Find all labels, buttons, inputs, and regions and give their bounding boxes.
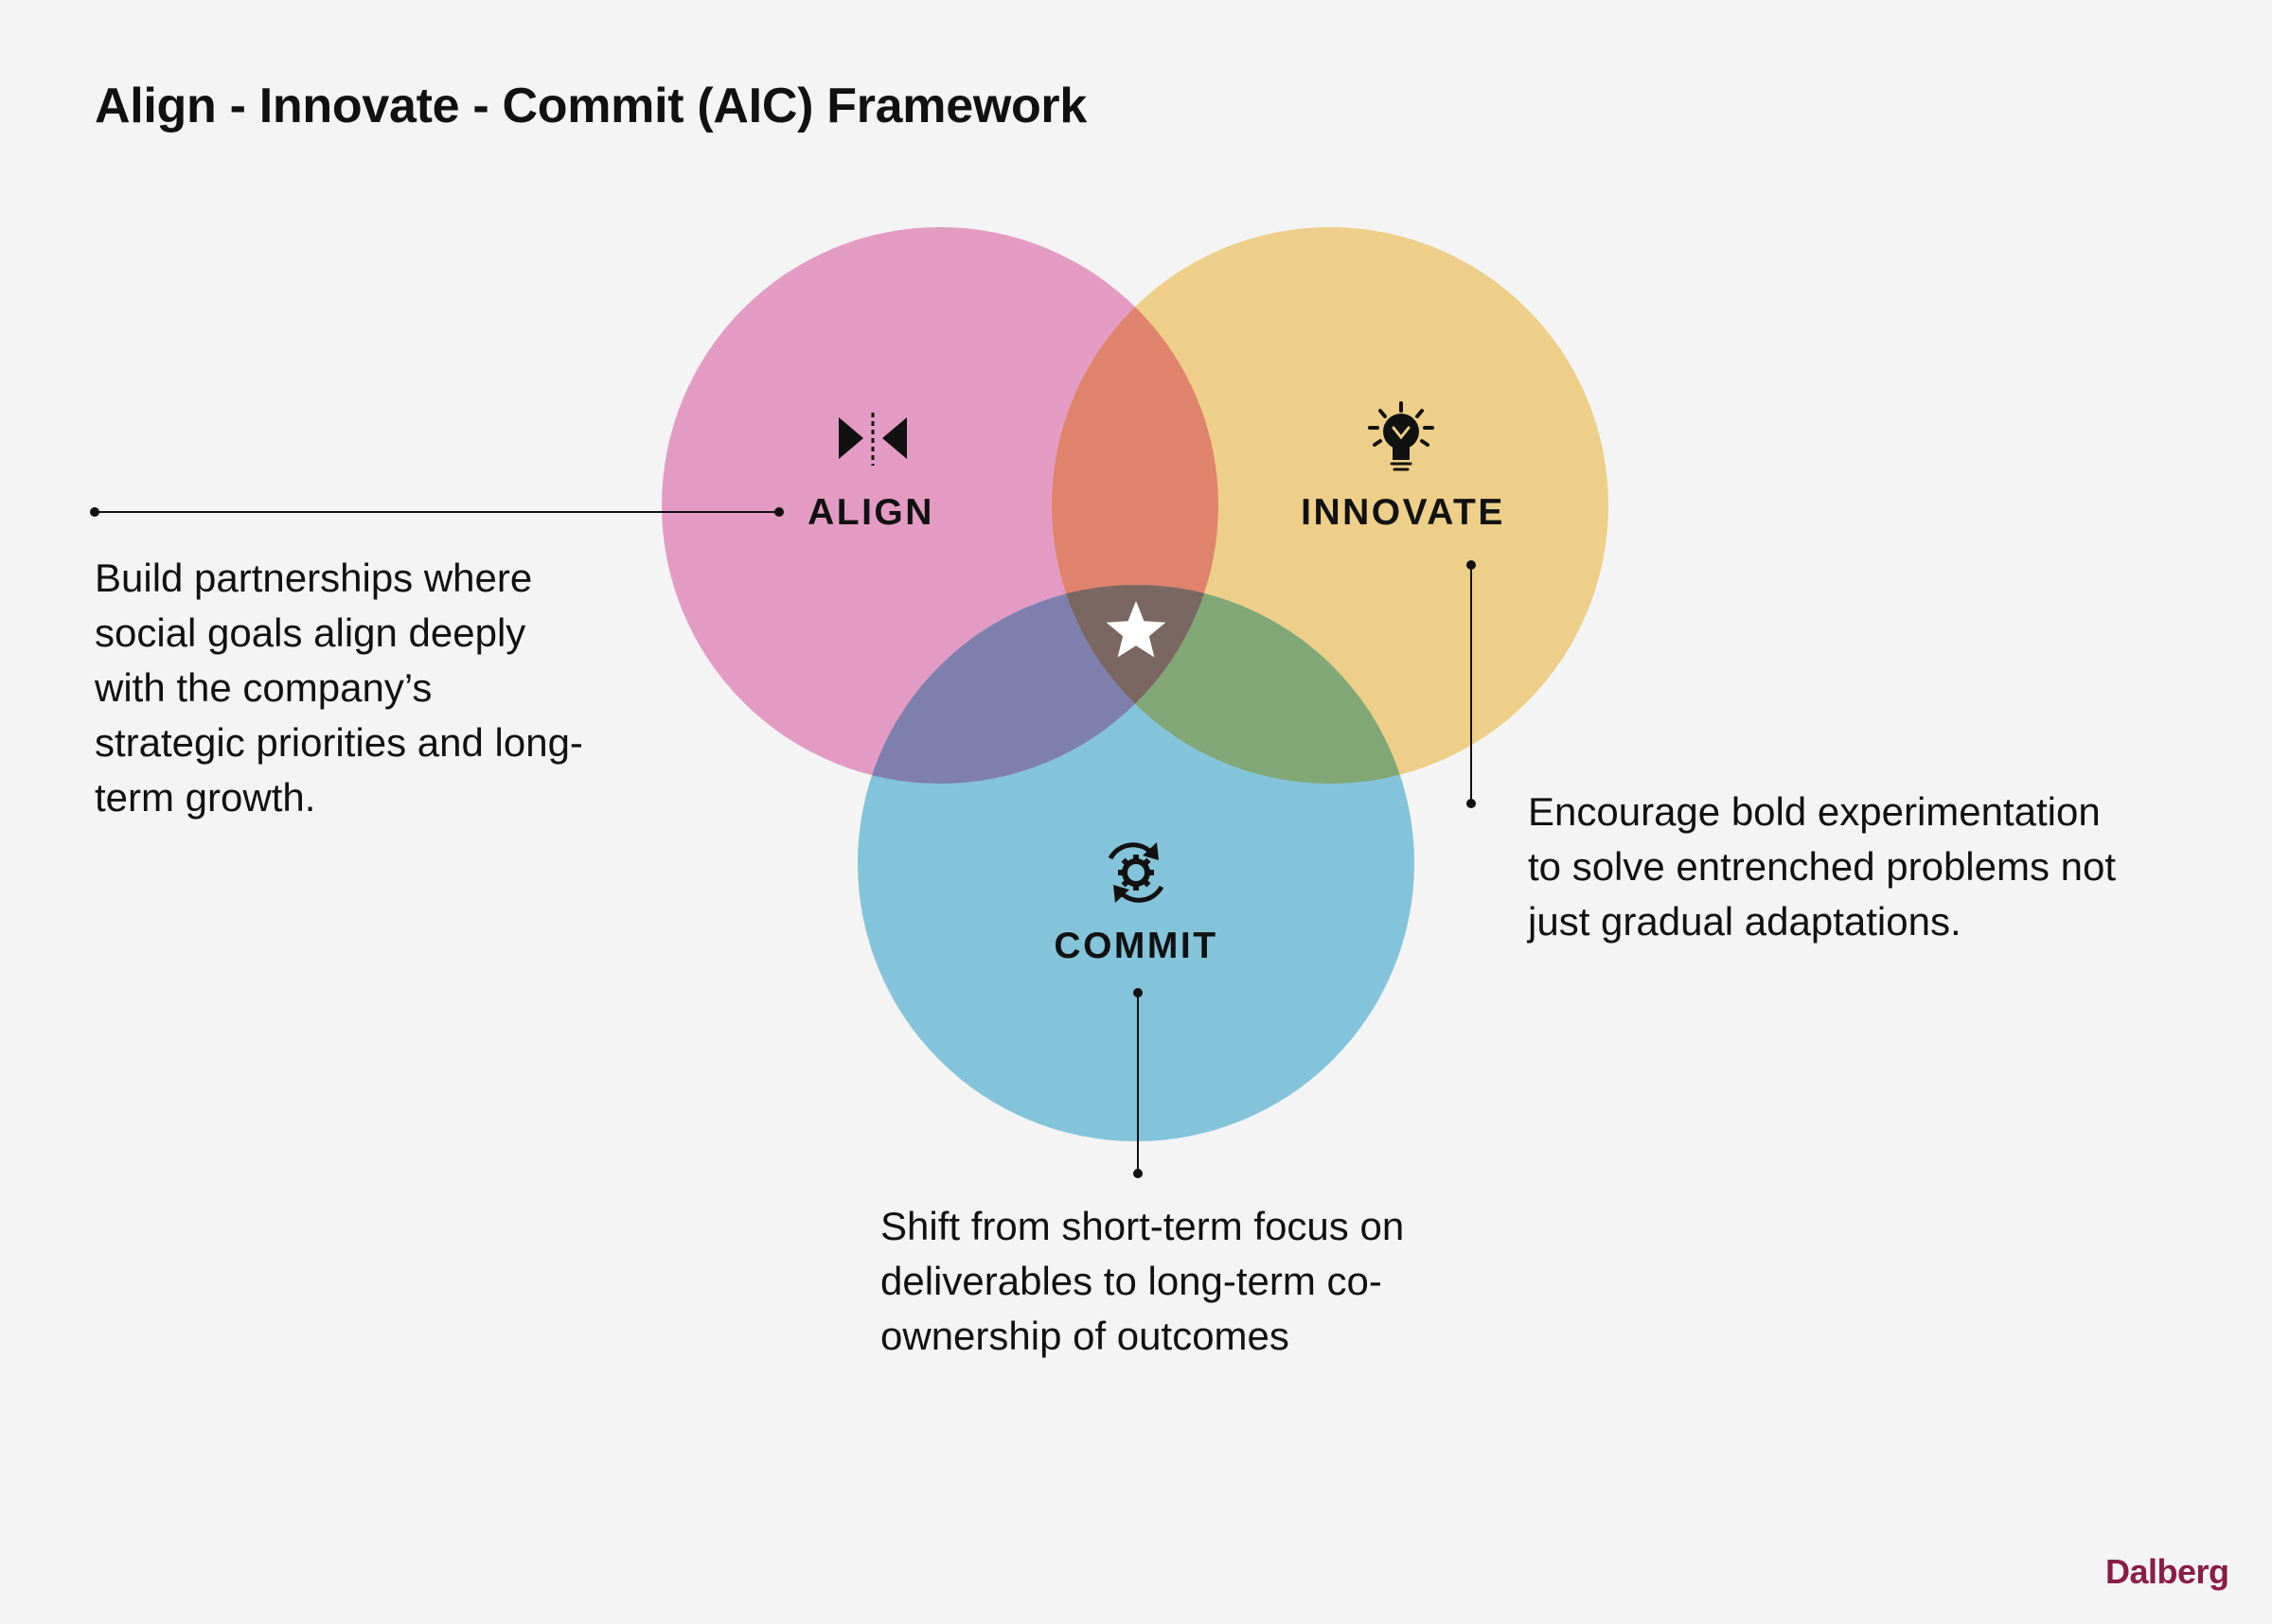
page-title: Align - Innovate - Commit (AIC) Framewor… — [95, 79, 1087, 133]
align-label: ALIGN — [808, 492, 934, 533]
converge-arrows-icon — [839, 413, 907, 466]
lightbulb-icon — [1368, 401, 1434, 471]
innovate-description: Encourage bold experimentation to solve … — [1528, 789, 2117, 944]
commit-description: Shift from short-term focus on deliverab… — [880, 1204, 1405, 1358]
align-commit-overlap — [858, 585, 1218, 784]
align-connector — [90, 507, 784, 517]
align-description: Build partnerships where social goals al… — [95, 556, 583, 820]
innovate-label: INNOVATE — [1301, 492, 1505, 533]
commit-connector — [1133, 988, 1143, 1178]
cycle-gear-icon — [1108, 842, 1164, 903]
dalberg-logo: Dalberg — [2105, 1552, 2229, 1591]
star-icon — [1106, 601, 1166, 658]
commit-label: COMMIT — [1054, 926, 1217, 966]
innovate-connector — [1466, 560, 1476, 808]
innovate-commit-overlap — [1052, 585, 1414, 784]
